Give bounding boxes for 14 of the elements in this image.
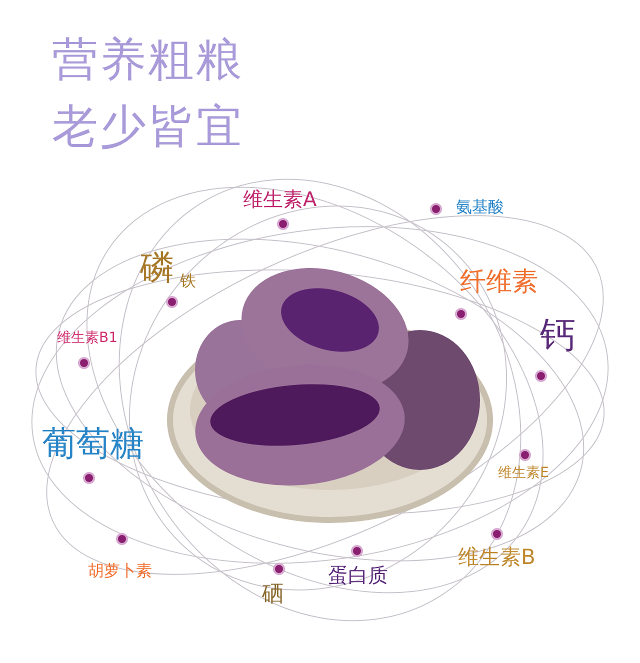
nutrient-label: 维生素E bbox=[498, 466, 549, 482]
nutrient-label: 蛋白质 bbox=[328, 564, 388, 586]
nutrient-label: 硒 bbox=[262, 583, 284, 608]
title-heading: 营养粗粮老少皆宜 bbox=[52, 31, 245, 155]
nutrient-label: 胡萝卜素 bbox=[88, 562, 152, 580]
nutrient-label: 维生素B1 bbox=[57, 331, 118, 346]
nutrient-label: 磷 bbox=[140, 250, 174, 288]
nutrient-label: 葡萄糖 bbox=[42, 426, 144, 464]
nutrient-label: 维生素A bbox=[243, 188, 317, 210]
nutrient-label: 纤维素 bbox=[460, 268, 538, 297]
nutrient-label: 铁 bbox=[180, 272, 196, 290]
nutrient-label: 维生素B bbox=[458, 546, 536, 570]
nutrient-label: 氨基酸 bbox=[456, 198, 504, 216]
nutrient-label: 钙 bbox=[540, 316, 576, 356]
